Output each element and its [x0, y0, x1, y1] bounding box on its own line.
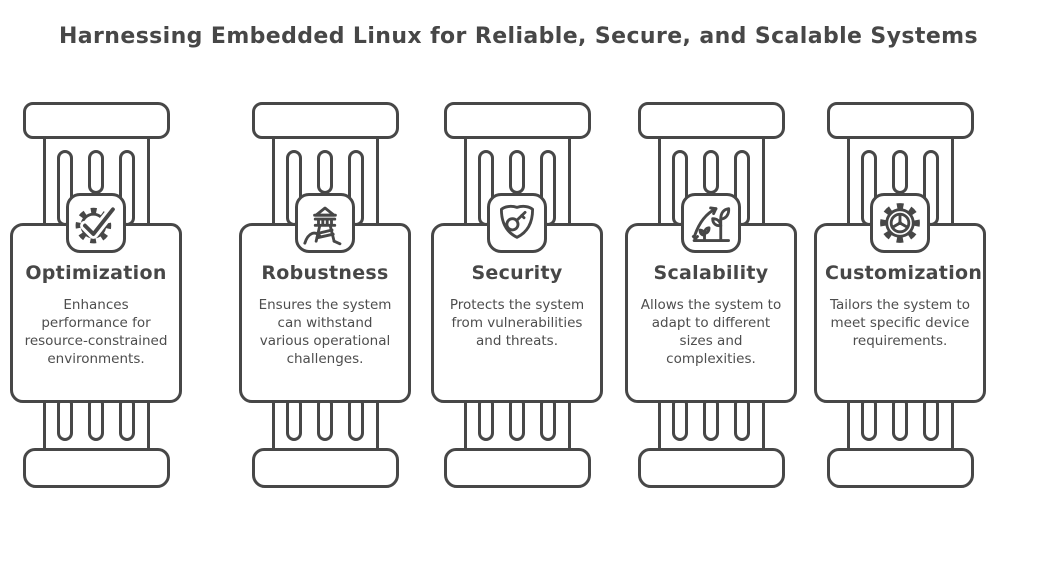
pillar-card: Security Protects the system from vulner…: [431, 223, 603, 403]
pillar-scalability: Scalability Allows the system to adapt t…: [615, 90, 808, 490]
pillar-customization: Customization Tailors the system to meet…: [804, 90, 997, 490]
pillar-robustness: Robustness Ensures the system can withst…: [229, 90, 422, 490]
gear-wheel-icon: [874, 197, 926, 249]
pillar-card: Scalability Allows the system to adapt t…: [625, 223, 797, 403]
card-icon-box: [66, 193, 126, 253]
column-capital: [444, 102, 591, 139]
card-icon-box: [487, 193, 547, 253]
lighthouse-temple-icon: [299, 197, 351, 249]
column-base: [827, 448, 974, 488]
column-flute: [892, 150, 908, 194]
card-icon-box: [295, 193, 355, 253]
card-title: Optimization: [25, 262, 167, 284]
pillar-card: Customization Tailors the system to meet…: [814, 223, 986, 403]
card-description: Protects the system from vulnerabilities…: [449, 297, 585, 349]
growth-plant-arrow-icon: [685, 197, 737, 249]
column-flute: [703, 150, 719, 194]
column-capital: [827, 102, 974, 139]
gear-checkmark-icon: [70, 197, 122, 249]
card-title: Scalability: [653, 262, 769, 284]
pillar-security: Security Protects the system from vulner…: [421, 90, 614, 490]
column-flute: [509, 150, 525, 194]
pillar-optimization: Optimization Enhances performance for re…: [0, 90, 193, 490]
card-description: Tailors the system to meet specific devi…: [829, 297, 971, 349]
shield-key-icon: [491, 197, 543, 249]
column-flute: [88, 150, 104, 194]
page-title: Harnessing Embedded Linux for Reliable, …: [59, 24, 978, 49]
column-flute: [317, 150, 333, 194]
column-capital: [252, 102, 399, 139]
card-icon-box: [870, 193, 930, 253]
pillar-card: Robustness Ensures the system can withst…: [239, 223, 411, 403]
card-title: Robustness: [261, 262, 389, 284]
card-title: Security: [471, 262, 563, 284]
column-base: [252, 448, 399, 488]
card-icon-box: [681, 193, 741, 253]
card-title: Customization: [825, 262, 983, 284]
card-description: Allows the system to adapt to different …: [640, 297, 782, 367]
column-base: [638, 448, 785, 488]
card-description: Enhances performance for resource-constr…: [24, 297, 168, 367]
column-capital: [23, 102, 170, 139]
column-base: [444, 448, 591, 488]
card-description: Ensures the system can withstand various…: [258, 297, 392, 367]
column-capital: [638, 102, 785, 139]
column-base: [23, 448, 170, 488]
